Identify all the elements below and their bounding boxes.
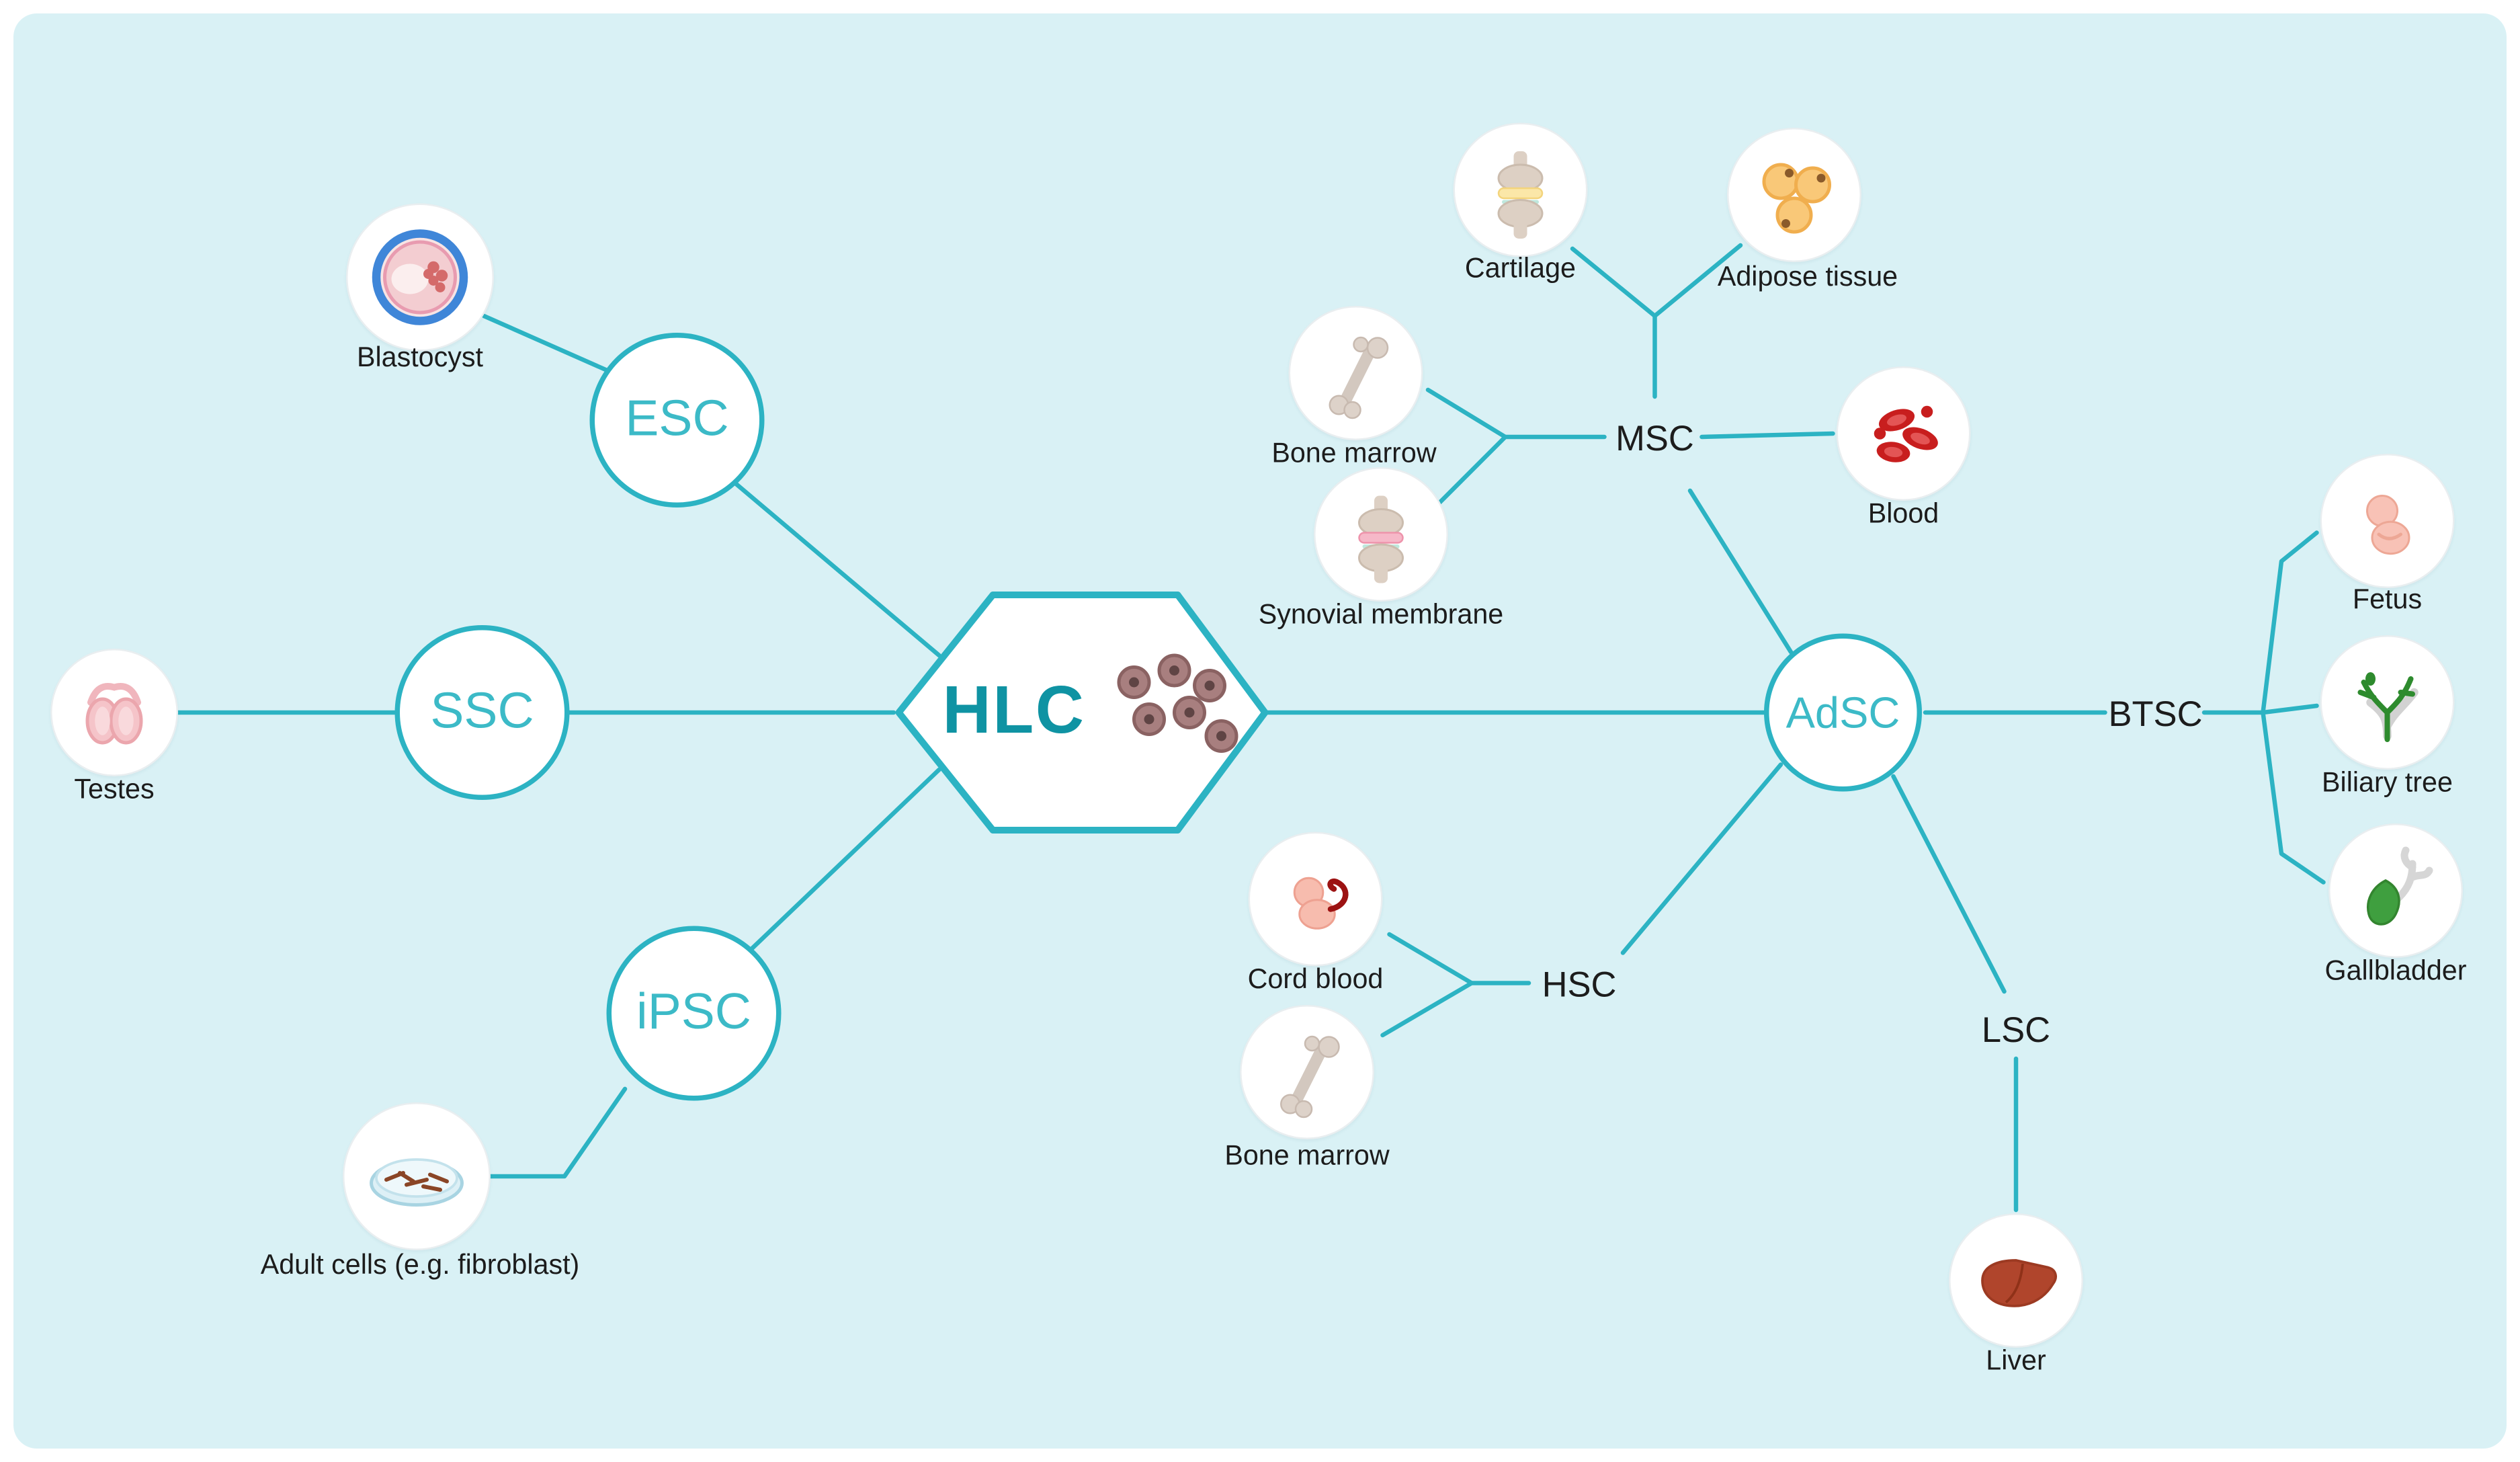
connector-hsc-bonemarrow xyxy=(1380,981,1474,1038)
source-label-adult-cells: Adult cells (e.g. fibroblast) xyxy=(260,1250,580,1281)
source-node-biliary-tree xyxy=(2320,635,2455,770)
connector-msc-synovial xyxy=(1435,434,1508,507)
connector-blastocyst-esc xyxy=(481,313,616,376)
petri-dish-icon xyxy=(370,1158,464,1207)
source-label-synovial: Synovial membrane xyxy=(1258,600,1504,631)
hlc-cells-icon xyxy=(1117,653,1238,753)
node-btsc-label: BTSC xyxy=(2108,696,2203,735)
connector-btsc-gallbladder xyxy=(2261,710,2326,885)
connector-btsc-fetus xyxy=(2261,530,2319,715)
connector-msc-adipose xyxy=(1652,243,1743,319)
source-node-testes xyxy=(50,649,178,776)
node-ipsc: iPSC xyxy=(606,926,782,1101)
connector-msc-cartilage xyxy=(1570,246,1657,319)
connector-adsc-msc xyxy=(1687,488,1794,655)
source-label-blastocyst: Blastocyst xyxy=(356,343,483,373)
node-ipsc-label: iPSC xyxy=(636,985,751,1041)
node-adsc: AdSC xyxy=(1764,633,1922,792)
source-node-adult-cells xyxy=(343,1102,491,1250)
source-node-cord-blood xyxy=(1248,831,1383,967)
cord-blood-fetus-icon xyxy=(1293,877,1349,930)
node-ssc-label: SSC xyxy=(430,684,534,740)
source-node-fetus xyxy=(2320,454,2455,588)
femur-bone-icon xyxy=(1280,1035,1340,1119)
connector-msc-bonemarrow xyxy=(1425,387,1508,440)
node-ssc: SSC xyxy=(394,625,570,800)
source-node-liver xyxy=(1949,1213,2083,1348)
node-lsc-label: LSC xyxy=(1981,1012,2051,1051)
blood-cells-icon xyxy=(1874,405,1938,462)
source-label-fetus: Fetus xyxy=(2352,585,2423,615)
cartilage-joint-icon xyxy=(1497,151,1544,239)
femur-bone-icon xyxy=(1329,336,1389,419)
connector-esc-hlc xyxy=(732,480,941,658)
biliary-tree-icon xyxy=(2357,672,2419,742)
source-label-adipose: Adipose tissue xyxy=(1717,262,1898,292)
adipose-cells-icon xyxy=(1762,163,1831,234)
node-esc-label: ESC xyxy=(625,391,729,448)
source-node-adipose xyxy=(1727,128,1861,262)
source-label-blood: Blood xyxy=(1867,499,1939,530)
connector-btsc-biliary xyxy=(2261,703,2319,715)
connector-adsc-lsc xyxy=(1891,774,2007,994)
source-node-bone-marrow-hsc xyxy=(1240,1005,1374,1139)
source-label-cartilage: Cartilage xyxy=(1464,253,1577,284)
blastocyst-icon xyxy=(372,229,468,325)
connector-msc-blood xyxy=(1699,431,1835,440)
hlc-label: HLC xyxy=(942,674,1086,748)
liver-icon xyxy=(1981,1259,2057,1307)
node-hsc-label: HSC xyxy=(1542,966,1617,1006)
connector-hsc-cordblood xyxy=(1387,932,1474,985)
fetus-icon xyxy=(2366,495,2410,555)
node-msc-label: MSC xyxy=(1615,420,1694,459)
source-node-gallbladder xyxy=(2328,823,2463,958)
source-label-bone-marrow-hsc: Bone marrow xyxy=(1224,1141,1390,1172)
node-adsc-label: AdSC xyxy=(1786,686,1900,737)
source-label-gallbladder: Gallbladder xyxy=(2324,956,2467,987)
source-label-testes: Testes xyxy=(74,774,155,805)
connector-hsc-adsc xyxy=(1620,762,1783,955)
node-esc: ESC xyxy=(589,333,765,507)
gallbladder-icon xyxy=(2367,846,2433,926)
connector-adultcells-ipsc xyxy=(488,1086,628,1179)
source-label-cord-blood: Cord blood xyxy=(1247,965,1384,995)
source-node-blastocyst xyxy=(346,203,494,352)
connector-ipsc-hlc xyxy=(749,767,941,952)
source-label-bone-marrow-msc: Bone marrow xyxy=(1271,438,1437,469)
synovial-joint-icon xyxy=(1358,495,1404,583)
testes-icon xyxy=(85,683,143,745)
source-node-synovial xyxy=(1314,467,1448,602)
source-node-blood xyxy=(1836,366,1971,501)
source-label-biliary-tree: Biliary tree xyxy=(2322,768,2453,799)
source-node-cartilage xyxy=(1453,122,1588,257)
source-node-bone-marrow-msc xyxy=(1288,306,1423,440)
hlc-hexagon xyxy=(895,592,1269,834)
source-label-liver: Liver xyxy=(1986,1346,2046,1377)
